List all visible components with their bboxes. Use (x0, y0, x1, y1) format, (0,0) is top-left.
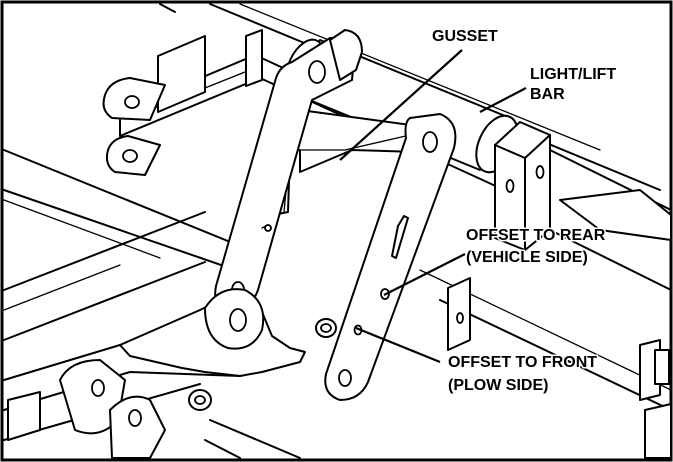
light-lift-bar-leader (479, 87, 527, 113)
offset-rear-label-line2: (VEHICLE SIDE) (466, 249, 588, 266)
gusset-leader (339, 49, 463, 161)
offset-front-label-line1: OFFSET TO FRONT (448, 354, 597, 371)
offset-rear-label-line1: OFFSET TO REAR (466, 227, 606, 244)
offset-rear-leader (383, 253, 466, 296)
light-lift-bar-label-line2: BAR (530, 86, 565, 103)
offset-front-label-line2: (PLOW SIDE) (448, 377, 548, 394)
light-lift-bar-label-line1: LIGHT/LIFT (530, 66, 616, 83)
gusset-label: GUSSET (432, 28, 498, 45)
offset-front-leader (355, 326, 441, 364)
